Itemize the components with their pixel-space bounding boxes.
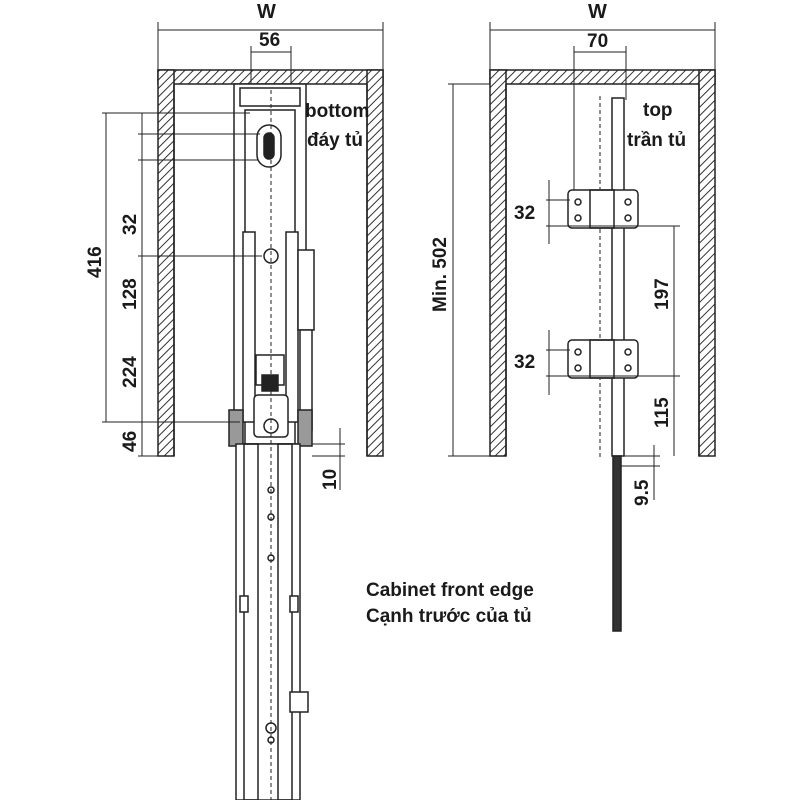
dim-46: 46 bbox=[120, 431, 141, 452]
bottom-label-en: bottom bbox=[305, 101, 369, 122]
dim-197: 197 bbox=[652, 278, 673, 310]
right-inner-width-dimension bbox=[573, 46, 627, 200]
left-cabinet bbox=[157, 69, 384, 457]
left-width-label: W bbox=[257, 1, 276, 23]
bottom-label-vi: đáy tủ bbox=[307, 130, 363, 151]
dim-32: 32 bbox=[120, 214, 141, 235]
dim-10-lines bbox=[312, 428, 345, 490]
right-vertical-dimensions bbox=[448, 83, 680, 500]
dim-32-upper: 32 bbox=[514, 203, 535, 224]
top-label-en: top bbox=[643, 100, 673, 121]
dim-416: 416 bbox=[85, 246, 106, 278]
left-inner-width-label: 56 bbox=[259, 30, 280, 51]
front-edge-label-en: Cabinet front edge bbox=[366, 580, 534, 601]
dim-32-lower: 32 bbox=[514, 352, 535, 373]
right-view: W 70 top trần tủ bbox=[366, 1, 716, 632]
left-vertical-dimensions bbox=[102, 112, 262, 457]
right-width-label: W bbox=[588, 1, 607, 23]
upper-bracket bbox=[567, 189, 639, 229]
lower-bracket bbox=[567, 339, 639, 379]
right-width-dimension bbox=[489, 22, 716, 70]
right-inner-width-label: 70 bbox=[587, 31, 608, 52]
dim-224: 224 bbox=[120, 356, 141, 388]
left-view: W 56 bbox=[85, 1, 384, 800]
front-edge-label-vi: Cạnh trước của tủ bbox=[366, 606, 532, 627]
pullout-mechanism bbox=[228, 83, 315, 800]
dim-10: 10 bbox=[320, 469, 341, 490]
dim-128: 128 bbox=[120, 278, 141, 310]
dim-min-502: Min. 502 bbox=[430, 237, 451, 312]
dim-115: 115 bbox=[652, 397, 673, 428]
right-cabinet bbox=[489, 69, 716, 457]
left-width-dimension bbox=[157, 22, 384, 70]
dim-9-5: 9.5 bbox=[632, 479, 653, 506]
top-label-vi: trần tủ bbox=[627, 130, 686, 151]
